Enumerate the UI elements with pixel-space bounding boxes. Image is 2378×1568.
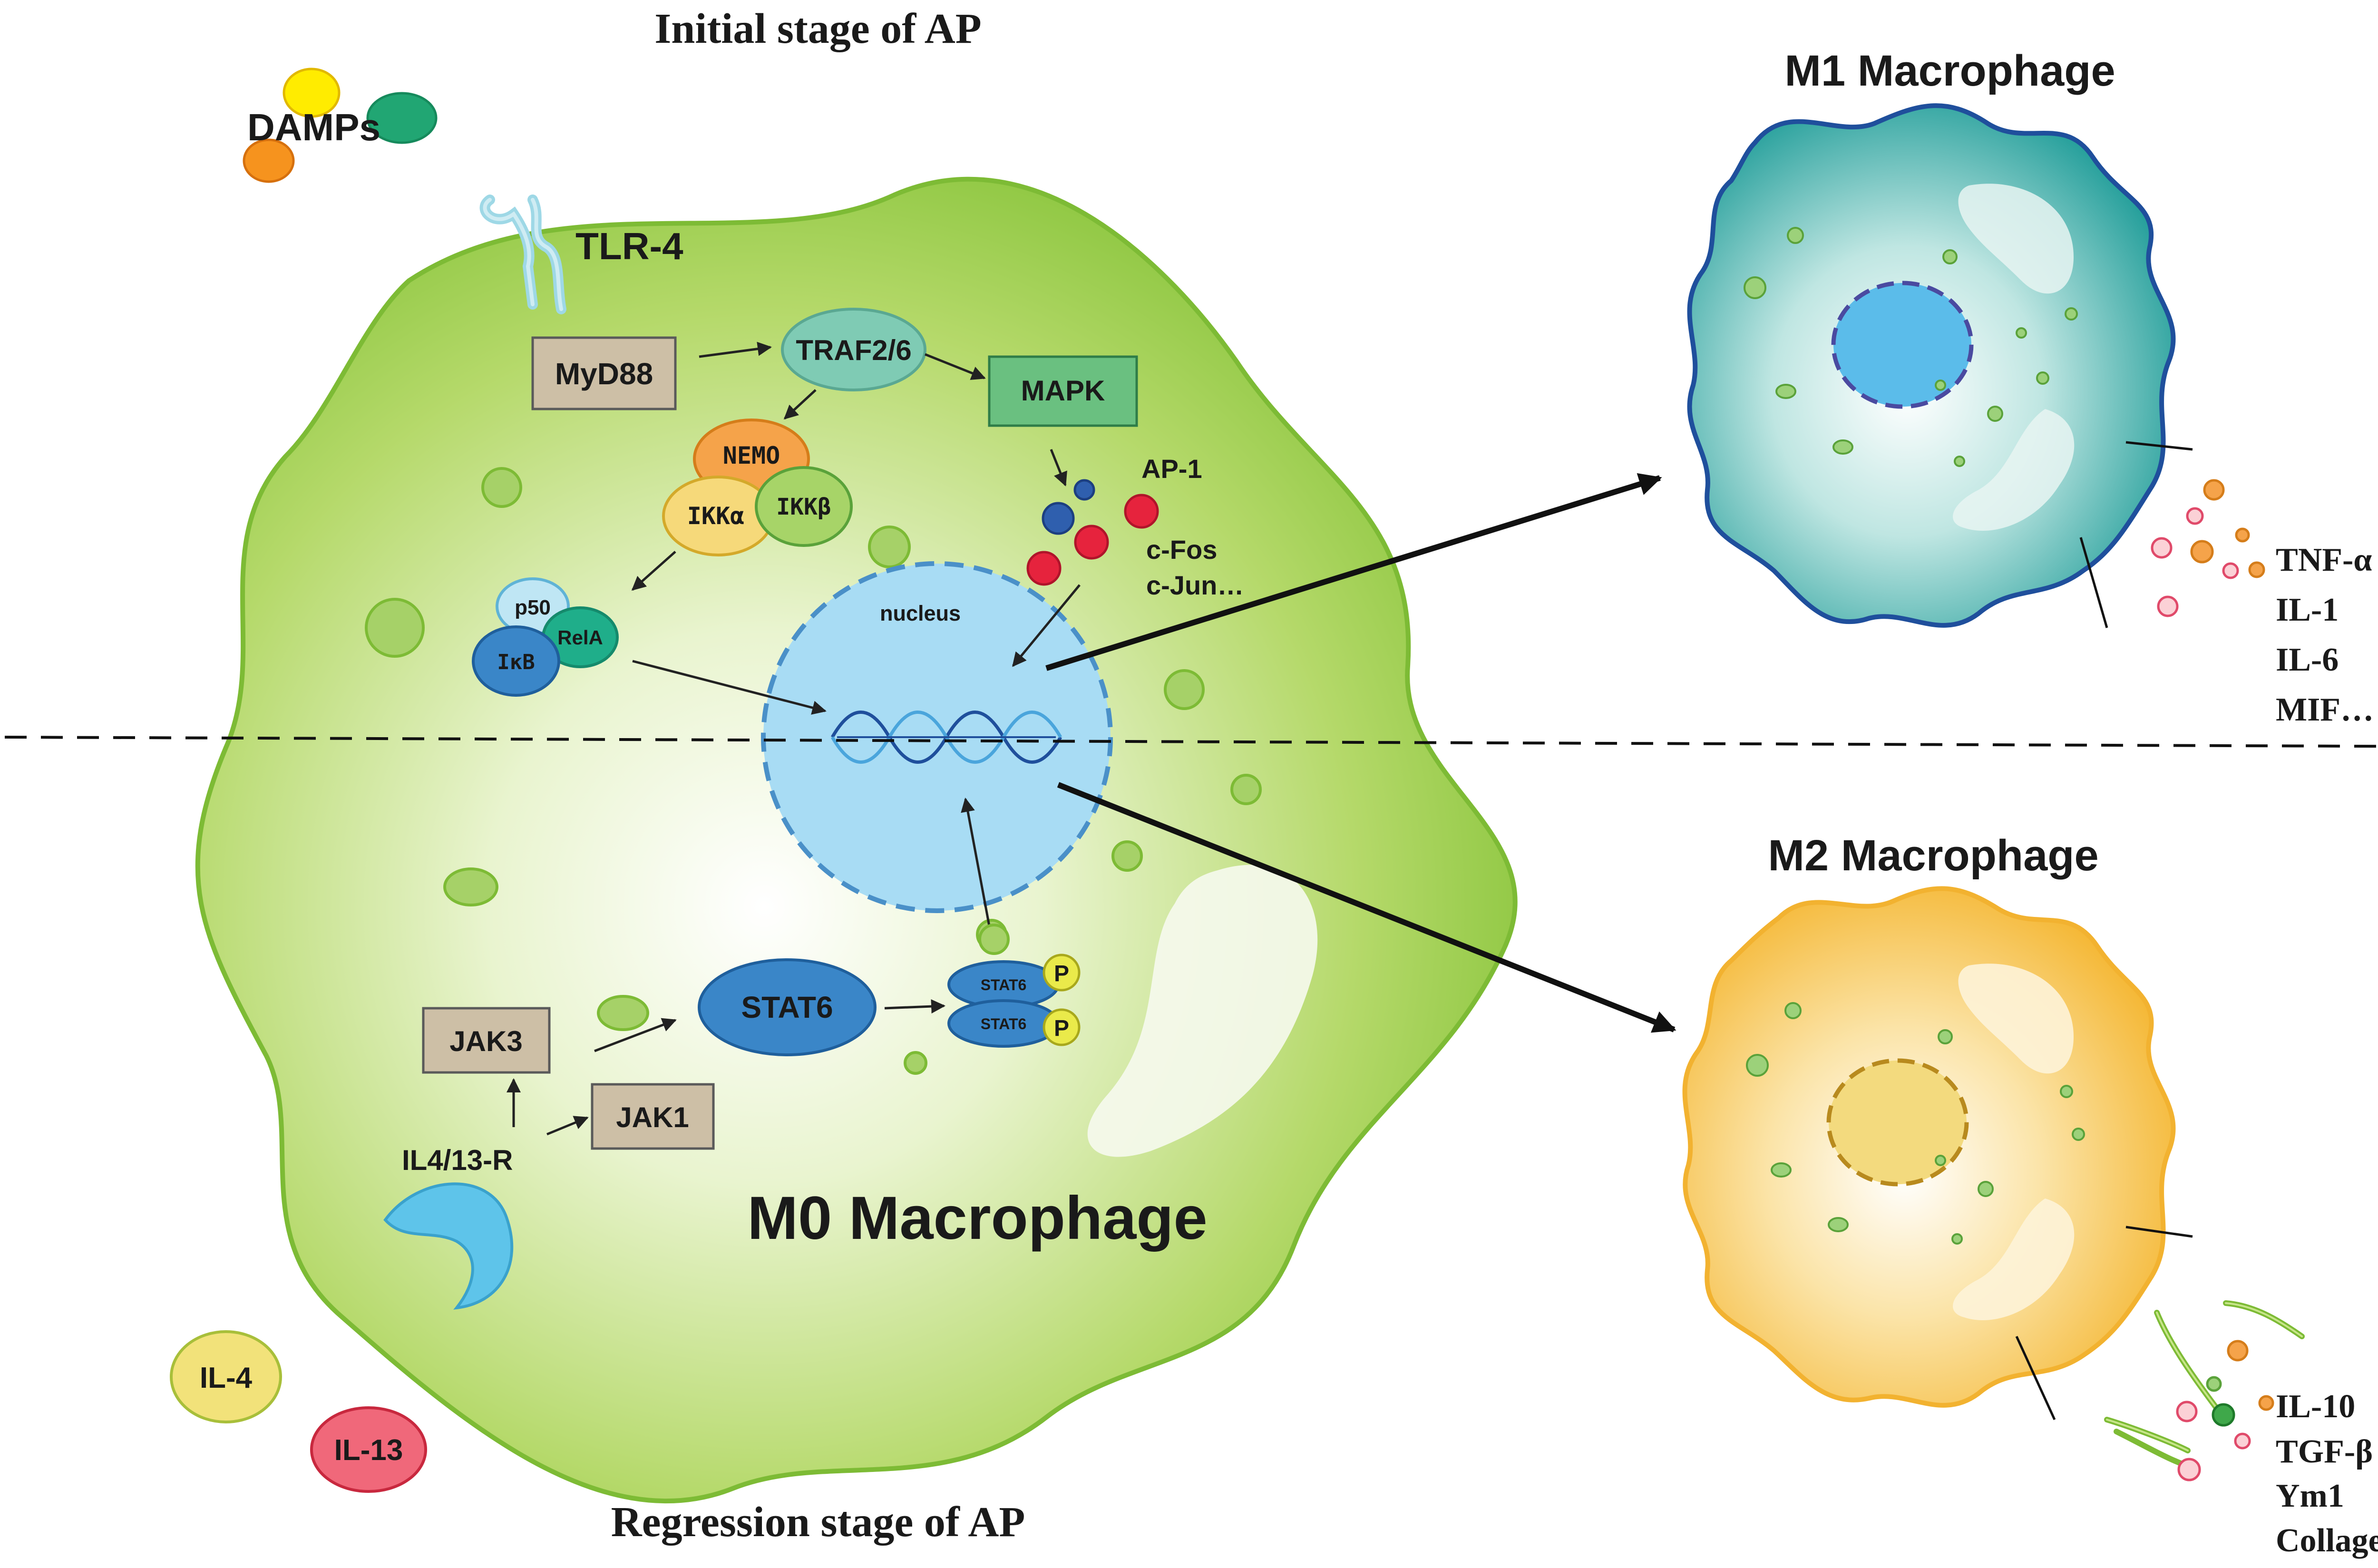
stat6-phospho-top-label: STAT6 xyxy=(981,976,1027,993)
m1-cytokine-2: IL-1 xyxy=(2276,592,2339,628)
m0-vacuole xyxy=(1087,865,1318,1157)
ikka-label: IKKα xyxy=(687,502,744,530)
ikkb-label: IKKβ xyxy=(776,494,831,520)
cfos-label: c-Fos xyxy=(1146,535,1217,565)
m1-cytokine-4: MIF… xyxy=(2276,691,2374,728)
jak3-label: JAK3 xyxy=(449,1025,522,1057)
stat6-label: STAT6 xyxy=(741,990,833,1024)
m1-cytokine-1: TNF-α xyxy=(2276,542,2372,578)
mapk-label: MAPK xyxy=(1021,375,1105,407)
il13-label: IL-13 xyxy=(334,1434,403,1467)
initial-stage-title: Initial stage of AP xyxy=(654,5,981,52)
tlr4-label: TLR-4 xyxy=(575,225,683,267)
phosphate-bottom-label: P xyxy=(1054,1016,1069,1041)
mapk-box xyxy=(988,355,1138,427)
jak1-label: JAK1 xyxy=(616,1101,689,1133)
m1-title: M1 Macrophage xyxy=(1784,47,2115,95)
myd88-box xyxy=(531,336,677,410)
stat6-nuclear-entry-dot xyxy=(978,924,1010,955)
m2-cytokine-2: TGF-β xyxy=(2276,1433,2373,1470)
jak1-box xyxy=(591,1083,715,1150)
m0-organelles xyxy=(365,467,1262,1075)
rela-label: RelA xyxy=(557,626,603,649)
il4-molecule xyxy=(170,1330,282,1423)
il4-label: IL-4 xyxy=(200,1362,253,1394)
myd88-label: MyD88 xyxy=(555,357,653,391)
dna-helix xyxy=(830,711,1062,764)
phosphate-bottom-icon xyxy=(1043,1008,1081,1046)
m1-pointer-1 xyxy=(2125,441,2193,451)
ikb-node xyxy=(472,625,560,697)
stat6-phospho-bottom-label: STAT6 xyxy=(981,1015,1027,1032)
m2-nucleus xyxy=(1826,1058,1969,1187)
m2-cytokine-dots xyxy=(2176,1340,2274,1481)
m2-title: M2 Macrophage xyxy=(1768,831,2098,880)
traf26-label: TRAF2/6 xyxy=(796,334,911,366)
damps-molecules xyxy=(243,68,438,183)
stat6-node xyxy=(698,958,877,1056)
cjun-label: c-Jun… xyxy=(1146,570,1244,600)
phosphate-top-icon xyxy=(1043,954,1081,992)
ikb-label: IκB xyxy=(497,650,535,674)
nucleus-label: nucleus xyxy=(880,601,961,625)
m0-title: M0 Macrophage xyxy=(747,1184,1207,1252)
m2-collagen-fibers xyxy=(2104,1300,2305,1472)
m1-cytokine-dots xyxy=(2151,479,2265,617)
ap1-molecules xyxy=(1026,479,1159,586)
m1-pointer-2 xyxy=(2079,537,2108,628)
nemo-label: NEMO xyxy=(723,442,780,469)
traf26-node xyxy=(781,308,926,391)
stage-divider xyxy=(4,736,2378,748)
m2-vacuole xyxy=(1958,964,2074,1074)
m1-nucleus xyxy=(1831,281,1974,409)
ap1-label: AP-1 xyxy=(1141,454,1202,484)
m1-organelles xyxy=(1744,227,2078,467)
m1-vacuole-2 xyxy=(1953,409,2075,531)
m2-cytokine-4: Collagen xyxy=(2276,1522,2378,1559)
arrow-to-m2 xyxy=(1057,782,1676,1033)
jak3-box xyxy=(422,1007,551,1074)
damps-label: DAMPs xyxy=(247,106,380,148)
m2-cytokine-1: IL-10 xyxy=(2276,1388,2355,1425)
m1-vacuole xyxy=(1958,184,2074,294)
il13-molecule xyxy=(310,1406,427,1493)
m1-cytokine-3: IL-6 xyxy=(2276,642,2339,678)
ikkb-node xyxy=(755,466,853,547)
regression-stage-title: Regression stage of AP xyxy=(611,1499,1025,1546)
arrow-to-m1 xyxy=(1045,473,1662,671)
m2-pointer-1 xyxy=(2125,1226,2193,1238)
m2-pointer-2 xyxy=(2015,1335,2056,1421)
phosphate-top-label: P xyxy=(1054,961,1069,986)
m2-cytokine-3: Ym1 xyxy=(2276,1478,2344,1514)
p50-label: p50 xyxy=(515,596,551,619)
m2-organelles xyxy=(1746,1002,2085,1245)
il4-13-receptor-icon xyxy=(383,1182,514,1310)
m2-vacuole-2 xyxy=(1953,1198,2075,1320)
il4-13-receptor-label: IL4/13-R xyxy=(402,1144,513,1176)
